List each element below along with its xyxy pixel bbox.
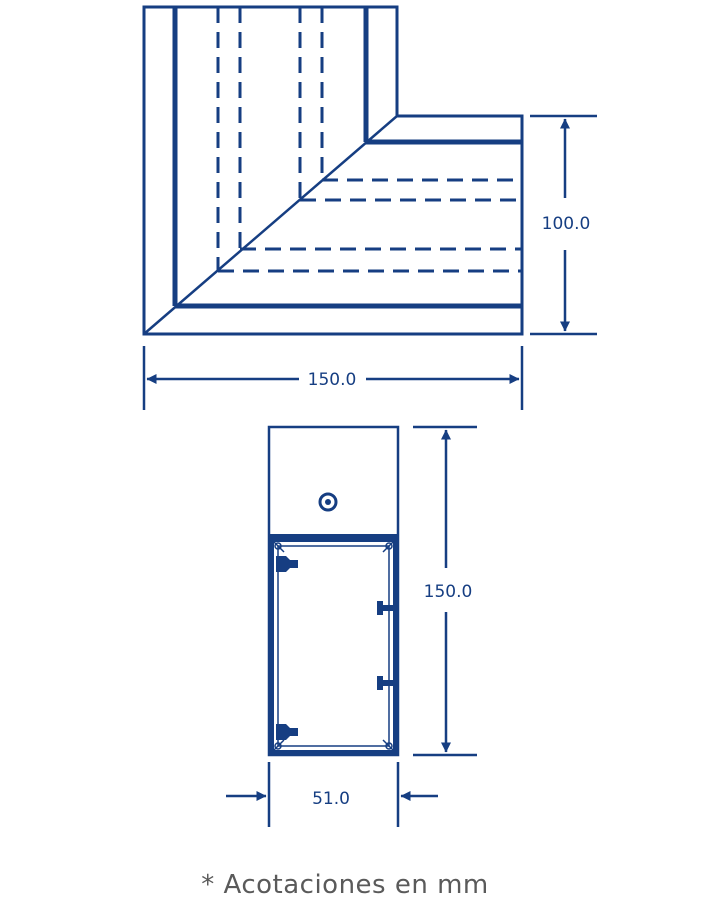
section-view: 150.0 51.0 [226, 425, 477, 827]
fixing-hole-icon [318, 492, 338, 512]
hidden-lines [216, 7, 522, 273]
section-width-label: 51.0 [312, 789, 350, 809]
mitre-line [143, 115, 398, 335]
inner-wall-lines [172, 7, 522, 309]
top-height-dimension: 100.0 [530, 114, 597, 336]
top-view: 150.0 100.0 [142, 5, 597, 410]
channel-profile [269, 534, 398, 754]
section-height-label: 150.0 [424, 582, 473, 602]
top-width-dimension: 150.0 [142, 346, 524, 410]
top-height-label: 100.0 [542, 214, 591, 234]
top-width-label: 150.0 [308, 370, 357, 390]
units-footnote: * Acotaciones en mm [201, 870, 489, 900]
section-height-dimension: 150.0 [413, 425, 477, 757]
profile-cover [267, 425, 400, 757]
section-width-dimension: 51.0 [226, 762, 438, 827]
